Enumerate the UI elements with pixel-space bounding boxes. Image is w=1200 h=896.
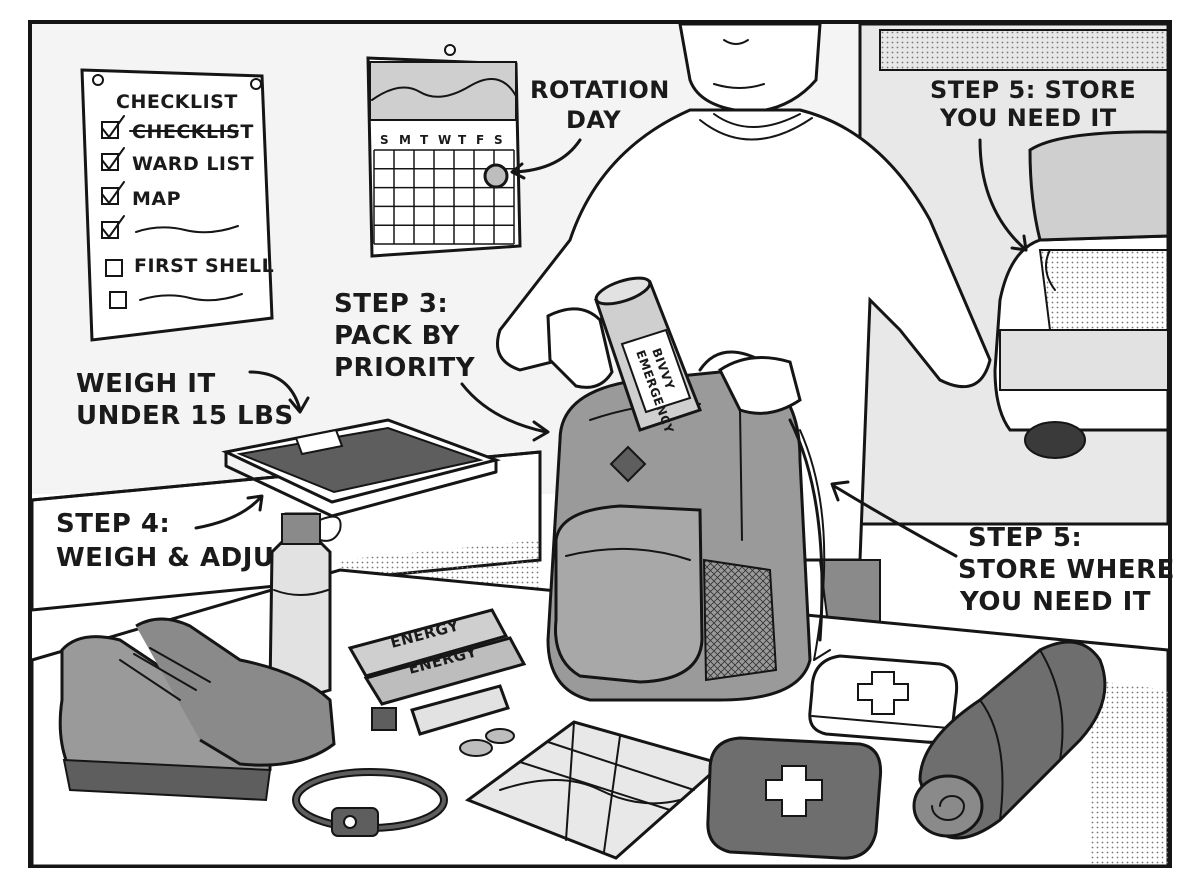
svg-text:PACK BY: PACK BY [334, 321, 460, 351]
arrow-icon [248, 370, 302, 412]
svg-text:STEP 5:: STEP 5: [968, 523, 1082, 553]
svg-text:YOU NEED IT: YOU NEED IT [939, 104, 1117, 132]
weekday: S [380, 133, 389, 147]
zipper [739, 409, 743, 541]
energy-bar [363, 636, 527, 706]
arrow-icon [460, 382, 548, 434]
cross-icon [765, 765, 823, 817]
svg-text:UNDER 15 LBS: UNDER 15 LBS [76, 401, 294, 431]
checklist-item-label: FIRST SHELL [134, 255, 274, 277]
brand-patch-icon [609, 445, 647, 483]
wall-calendar: S M T W T F S [366, 44, 522, 258]
calendar-weekdays: S M T W T F S [380, 133, 503, 147]
svg-text:STORE WHERE: STORE WHERE [958, 555, 1175, 585]
weekday: T [420, 133, 429, 147]
headlamp [292, 768, 448, 837]
checklist-item [101, 215, 239, 239]
checklist-item-label: MAP [132, 188, 181, 210]
lighter [410, 684, 510, 736]
step5-top-callout: STEP 5: STORE YOU NEED IT [930, 76, 1136, 252]
backpack [546, 350, 831, 702]
weekday: S [494, 133, 503, 147]
svg-text:ROTATION: ROTATION [530, 76, 670, 104]
checklist-title: CHECKLIST [116, 91, 238, 113]
checklist-item: FIRST SHELL [105, 255, 274, 277]
check-mark-icon [101, 115, 125, 138]
step5-right-callout: STEP 5: STORE WHERE YOU NEED IT [830, 480, 1175, 617]
svg-text:WEIGH & ADJUST: WEIGH & ADJUST [56, 543, 312, 573]
checklist-item-label: WARD LIST [132, 153, 254, 175]
svg-text:YOU NEED IT: YOU NEED IT [959, 587, 1151, 617]
energy-bar [347, 608, 509, 678]
strap [1039, 649, 1064, 761]
checklist-item: MAP [101, 181, 181, 210]
cap [371, 707, 397, 731]
hiking-boots [58, 617, 336, 802]
weekday: T [458, 133, 467, 147]
arrow-icon [194, 496, 262, 530]
svg-text:DAY: DAY [566, 106, 621, 134]
weekday: W [438, 133, 452, 147]
front-pocket [554, 504, 704, 684]
weigh-callout: WEIGH IT UNDER 15 LBS [76, 369, 310, 431]
svg-text:STEP 5: STORE: STEP 5: STORE [930, 76, 1136, 104]
checklist-sheet: CHECKLIST CHECKLIST WARD LIST MAP FIRST … [80, 68, 274, 342]
scribble-line [139, 293, 243, 302]
checklist-item: CHECKLIST [101, 115, 253, 143]
hands [546, 307, 802, 415]
arrow-icon [512, 138, 582, 174]
step3-callout: STEP 3: PACK BY PRIORITY [334, 289, 550, 442]
energy-bars: ENERGY ENERGY [347, 608, 527, 706]
check-mark-icon [101, 181, 125, 204]
scale-dial [294, 428, 344, 456]
svg-text:STEP 4:: STEP 4: [56, 509, 170, 539]
weekday: M [399, 133, 411, 147]
lamp-light-icon [343, 815, 357, 829]
strap [979, 699, 1004, 821]
rotation-day-marker [483, 163, 509, 189]
mesh-pocket [702, 558, 778, 682]
checklist-item [109, 291, 243, 309]
check-mark-icon [101, 147, 125, 170]
svg-text:STEP 3:: STEP 3: [334, 289, 448, 319]
car-trunk [993, 130, 1170, 459]
svg-text:WEIGH IT: WEIGH IT [76, 369, 216, 399]
small-items [371, 684, 515, 757]
rotation-day-callout: ROTATION DAY [510, 76, 670, 180]
step4-callout: STEP 4: WEIGH & ADJUST [56, 494, 312, 573]
sleeping-bag [912, 640, 1107, 840]
arrow-icon [832, 484, 958, 558]
weekday: F [476, 133, 485, 147]
scribble-line [135, 225, 239, 234]
laces [119, 647, 211, 701]
bivvy-label [620, 328, 692, 414]
pin-icon [444, 44, 456, 56]
bottle-loop [319, 515, 342, 542]
checklist-item: WARD LIST [101, 147, 254, 175]
cross-icon [857, 671, 909, 715]
arrow-icon [978, 138, 1028, 252]
first-aid-kit [706, 736, 883, 860]
emergency-bivvy: EMERGENCY BIVVY [594, 276, 702, 435]
svg-text:PRIORITY: PRIORITY [334, 353, 476, 383]
first-aid-booklet [808, 654, 959, 744]
check-mark-icon [101, 215, 125, 238]
